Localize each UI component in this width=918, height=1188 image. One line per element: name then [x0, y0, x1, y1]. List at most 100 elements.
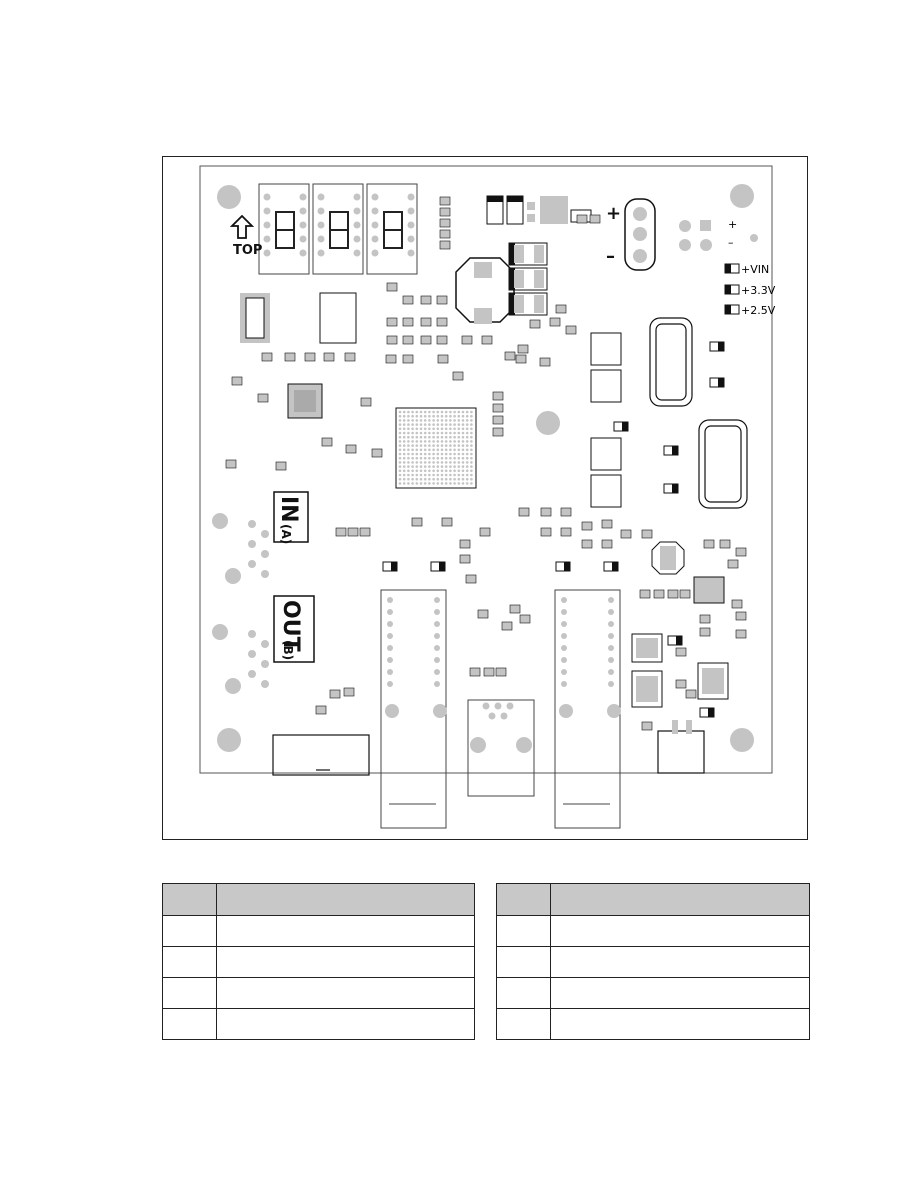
bga-ball	[457, 423, 461, 426]
bga-ball	[470, 469, 473, 473]
bga-ball	[457, 448, 461, 452]
smd-component	[501, 621, 513, 631]
bga-ball	[432, 482, 435, 485]
table-row	[162, 915, 475, 947]
crystal-oscillator	[455, 257, 515, 324]
bga-ball	[419, 427, 423, 431]
bga-ball	[402, 477, 406, 481]
bga-ball	[461, 473, 465, 477]
smd-component	[321, 437, 333, 447]
table-header-cell	[496, 883, 551, 916]
smd-component	[465, 574, 477, 584]
bga-ball	[457, 435, 461, 439]
bga-ball	[419, 461, 423, 464]
rj45-pins	[385, 597, 621, 753]
bga-ball	[398, 465, 402, 468]
smd-component	[581, 521, 593, 531]
bga-ball	[444, 473, 448, 477]
bga-ball	[428, 419, 431, 422]
bga-ball	[461, 435, 465, 439]
bga-ball	[419, 469, 423, 473]
bga-ball	[432, 452, 435, 456]
bga-ball	[415, 465, 419, 468]
bga-ball	[428, 431, 431, 435]
bga-ball	[407, 423, 410, 426]
table-cell	[550, 915, 810, 947]
bga-ball	[428, 456, 431, 460]
bga-ball	[419, 448, 423, 452]
legend-table-left	[162, 883, 475, 1040]
bga-ball	[423, 473, 427, 477]
bga-ball	[453, 427, 456, 431]
bga-ball	[432, 410, 435, 414]
bga-ball	[453, 465, 456, 468]
bga-ball	[457, 473, 461, 477]
bga-ball	[453, 473, 456, 477]
bga-ball	[411, 465, 414, 468]
bga-ball	[465, 423, 469, 426]
bga-ball	[423, 423, 427, 426]
bga-ball	[444, 440, 448, 443]
bga-ball	[411, 456, 414, 460]
bga-ball	[419, 414, 423, 418]
bga-ball	[407, 482, 410, 485]
smd-component	[601, 519, 613, 529]
bga-ball	[436, 427, 440, 431]
bga-ball	[449, 473, 452, 477]
bga-ball	[457, 461, 461, 464]
bga-ball	[444, 482, 448, 485]
bga-ball	[407, 435, 410, 439]
bga-ball	[436, 482, 440, 485]
bga-ball	[432, 477, 435, 481]
polarized-part	[667, 635, 683, 646]
bga-ball	[419, 431, 423, 435]
bga-ball	[407, 427, 410, 431]
bga-ball	[432, 423, 435, 426]
polarized-part	[613, 421, 629, 432]
bga-ball	[449, 444, 452, 447]
smd-component	[420, 295, 432, 305]
table-row	[162, 946, 475, 978]
bga-ball	[428, 461, 431, 464]
bga-ball	[461, 431, 465, 435]
bga-ball	[457, 452, 461, 456]
bga-ball	[453, 419, 456, 422]
bga-ball	[407, 448, 410, 452]
smd-component	[439, 207, 451, 217]
bga-ball	[457, 440, 461, 443]
aux-plus-label: +	[728, 218, 737, 231]
bga-ball	[415, 461, 419, 464]
smd-component	[735, 629, 747, 639]
bga-ball	[449, 448, 452, 452]
bga-ball	[407, 419, 410, 422]
smd-component	[402, 354, 414, 364]
bga-ball	[465, 473, 469, 477]
table-row	[496, 915, 810, 947]
bga-ball	[432, 456, 435, 460]
bga-ball	[398, 444, 402, 447]
bga-ball	[407, 461, 410, 464]
bga-ball	[465, 465, 469, 468]
bga-ball	[423, 456, 427, 460]
bga-ball	[465, 435, 469, 439]
table-cell	[162, 946, 217, 978]
table-cell	[550, 1008, 810, 1040]
bga-ball	[440, 452, 444, 456]
bga-ball	[407, 469, 410, 473]
bga-ball	[411, 444, 414, 447]
power-inductors	[508, 242, 548, 316]
out-connector-sub-label: (B)	[281, 640, 295, 660]
transceiver-chips	[590, 332, 622, 508]
bga-ball	[436, 414, 440, 418]
bga-ball	[415, 452, 419, 456]
smd-component	[402, 295, 414, 305]
smd-component	[231, 376, 243, 386]
bga-ball	[453, 435, 456, 439]
bga-ball	[428, 448, 431, 452]
bga-ball	[465, 469, 469, 473]
bga-ball	[449, 414, 452, 418]
in-connector-label: IN	[276, 496, 301, 523]
smd-component	[675, 679, 687, 689]
bga-ball	[398, 410, 402, 414]
